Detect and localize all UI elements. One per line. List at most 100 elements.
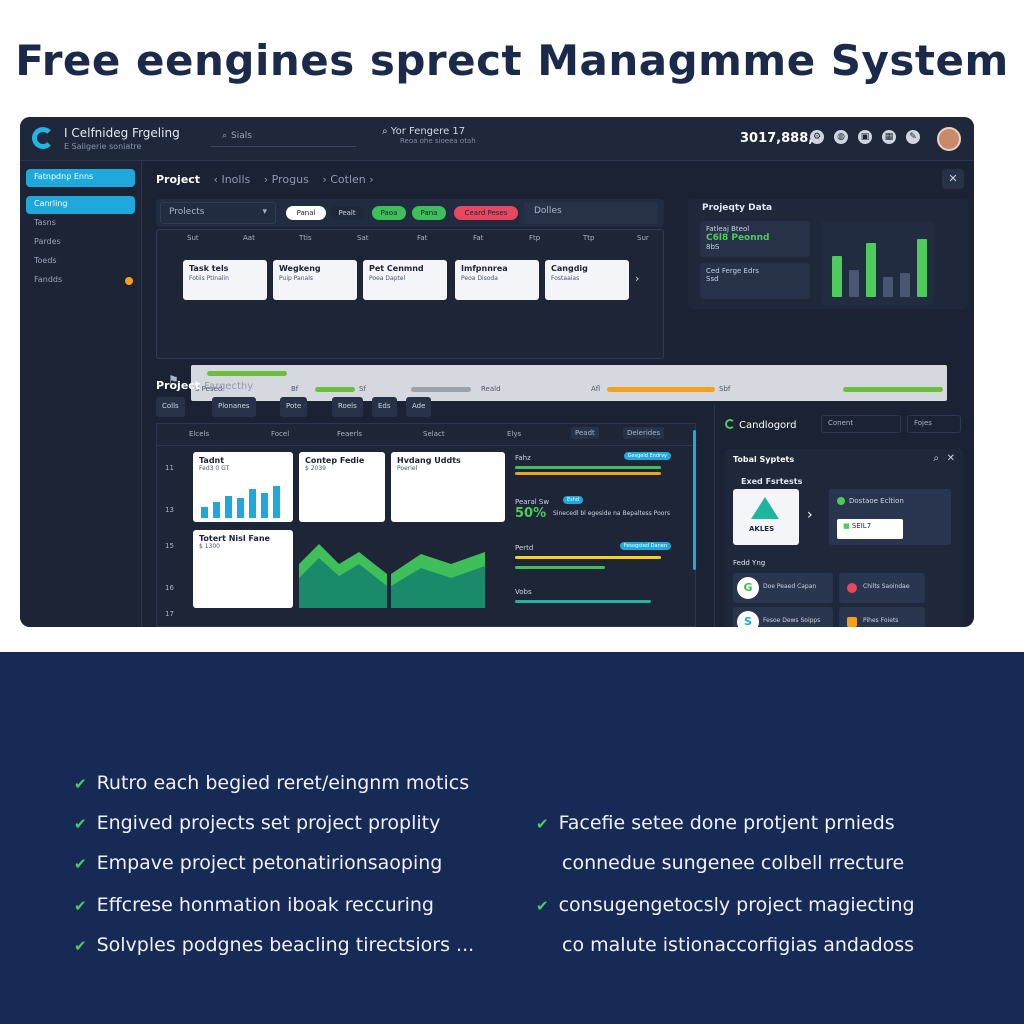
top-bar: I Celfnideg Frgeling E Saligerie soniatr… bbox=[20, 117, 974, 161]
feature-item: ✔consugengetocsly project magiecting bbox=[536, 894, 915, 916]
chip-ceard-peses[interactable]: Ceard Peses bbox=[454, 206, 518, 220]
stat-row: Vobs bbox=[515, 586, 681, 603]
widget-bar-chart bbox=[201, 480, 285, 518]
tab-elcels[interactable]: Elcels bbox=[189, 430, 210, 438]
globe-icon[interactable]: ◍ bbox=[834, 130, 848, 144]
day-label: Sut bbox=[187, 234, 199, 242]
check-icon: ✔ bbox=[536, 897, 549, 915]
percent-readout: 50% bbox=[515, 506, 547, 521]
avatar[interactable] bbox=[937, 127, 961, 151]
lock-icon[interactable]: ▣ bbox=[858, 130, 872, 144]
project-select[interactable]: Prolects ▾ bbox=[160, 202, 276, 224]
app-tile[interactable]: S Fesoe Dews Soipps bbox=[733, 607, 833, 627]
chip-pana[interactable]: Pana bbox=[412, 206, 446, 220]
status-dropdown[interactable]: Dolles bbox=[524, 202, 658, 224]
grid-icon[interactable]: ▦ bbox=[882, 130, 896, 144]
edit-icon[interactable]: ✎ bbox=[906, 130, 920, 144]
sidebar-item-fandds[interactable]: Fandds bbox=[26, 272, 135, 290]
page-headline: Free eengines sprect Managmme System bbox=[15, 36, 1009, 85]
breadcrumb-item[interactable]: › Progus bbox=[263, 173, 309, 186]
chart-bar bbox=[249, 489, 256, 518]
toolbar-button[interactable]: Roels bbox=[332, 397, 363, 417]
logo-tile[interactable]: AKLES bbox=[733, 489, 799, 545]
tab-peadt[interactable]: Peadt bbox=[571, 427, 599, 439]
toolbar-button[interactable]: Eds bbox=[372, 397, 397, 417]
tab-delerides[interactable]: Delerides bbox=[623, 427, 665, 439]
close-button[interactable]: ✕ bbox=[942, 169, 964, 189]
gantt-bar[interactable] bbox=[607, 387, 715, 392]
widget-card[interactable]: Totert Nisl Fane$ 1300 bbox=[193, 530, 293, 608]
chip-pealt[interactable]: Pealt bbox=[330, 206, 364, 220]
right-panel-select[interactable]: Fojes bbox=[907, 415, 961, 433]
chart-bar bbox=[273, 486, 280, 518]
chart-bar bbox=[213, 502, 220, 518]
breadcrumb-item[interactable]: › Cotlen › bbox=[322, 173, 374, 186]
day-label: Aat bbox=[243, 234, 255, 242]
sidebar-item-canrling[interactable]: Canrling bbox=[26, 196, 135, 214]
search-input[interactable]: ⌕Sials bbox=[210, 127, 356, 147]
app-tile[interactable]: G Doe Peaed Capan bbox=[733, 573, 833, 603]
project-board: Elcels Focel Feaerls Selact Elys Peadt D… bbox=[156, 423, 697, 627]
breadcrumb-item[interactable]: ‹ Inolls bbox=[213, 173, 251, 186]
day-label: Ftp bbox=[529, 234, 541, 242]
gantt-bar[interactable] bbox=[843, 387, 943, 392]
sidebar-item-tasns[interactable]: Tasns bbox=[34, 218, 56, 227]
day-label: Fat bbox=[417, 234, 428, 242]
search-icon[interactable]: ⌕ bbox=[933, 453, 939, 464]
tab-elys[interactable]: Elys bbox=[507, 430, 522, 438]
right-panel-select[interactable]: Conent bbox=[821, 415, 901, 433]
widget-card[interactable]: Contep Fedie$ 2039 bbox=[299, 452, 385, 522]
tab-selact[interactable]: Selact bbox=[423, 430, 445, 438]
tab-focel[interactable]: Focel bbox=[271, 430, 290, 438]
chevron-right-icon[interactable]: › bbox=[635, 272, 640, 285]
task-timeline: Sut Aat Ttis Sat Fat Fat Ftp Ttp Sur Tas… bbox=[156, 229, 664, 359]
feature-item: ✔Engived projects set project proplity bbox=[74, 812, 441, 834]
breadcrumb: Project ‹ Inolls › Progus › Cotlen › bbox=[156, 173, 374, 186]
gantt-track[interactable]: S Pesed Bf Sf Reald Afl Sbf bbox=[191, 365, 947, 401]
app-tile[interactable]: Chilts Saoindae bbox=[839, 573, 925, 603]
chart-bar bbox=[261, 493, 268, 518]
counter-readout: 3017,888, bbox=[740, 131, 814, 146]
sidebar-item-pardes[interactable]: Pardes bbox=[34, 237, 61, 246]
day-label: Ttis bbox=[299, 234, 312, 242]
chip-panal[interactable]: Panal bbox=[286, 206, 326, 220]
gantt-bar[interactable] bbox=[207, 371, 287, 376]
panel-title: Projeqty Data bbox=[702, 203, 773, 213]
status-icon bbox=[725, 419, 735, 429]
gantt-strip: ⚑ S Pesed Bf Sf Reald Afl Sbf bbox=[156, 361, 964, 405]
gantt-bar[interactable] bbox=[315, 387, 355, 392]
sidebar-item-toeds[interactable]: Toeds bbox=[34, 256, 57, 265]
gantt-label: Reald bbox=[481, 385, 501, 393]
chip-paoa[interactable]: Paoa bbox=[372, 206, 406, 220]
notification-dot bbox=[125, 277, 133, 285]
gantt-label: Afl bbox=[591, 385, 601, 393]
toolbar-button[interactable]: Pote bbox=[280, 397, 308, 417]
info-tile[interactable]: Dostaoe Ecltion ■ SEIL7 bbox=[829, 489, 951, 545]
triangle-logo-icon bbox=[751, 497, 779, 519]
toolbar-button[interactable]: Ade bbox=[406, 397, 432, 417]
feature-item: co malute istionaccorfigias andadoss bbox=[562, 934, 915, 956]
settings-icon[interactable]: ⚙ bbox=[810, 130, 824, 144]
panel-title: Candlogord bbox=[725, 419, 796, 431]
toolbar-button[interactable]: Plonanes bbox=[212, 397, 256, 417]
gantt-bar[interactable] bbox=[411, 387, 471, 392]
feature-item: ✔Effcrese honmation iboak reccuring bbox=[74, 894, 434, 916]
chart-bar bbox=[883, 277, 893, 297]
close-icon[interactable]: ✕ bbox=[946, 453, 955, 464]
check-icon: ✔ bbox=[74, 937, 87, 955]
scrollbar[interactable] bbox=[693, 430, 696, 570]
toolbar-button[interactable]: Colls bbox=[156, 397, 185, 417]
app-tile[interactable]: Pihes Foiets bbox=[839, 607, 925, 627]
sidebar-item-top[interactable]: Fatnpdnp Enns bbox=[26, 169, 135, 187]
tab-feaerls[interactable]: Feaerls bbox=[337, 430, 363, 438]
chevron-right-icon[interactable]: › bbox=[807, 507, 813, 523]
